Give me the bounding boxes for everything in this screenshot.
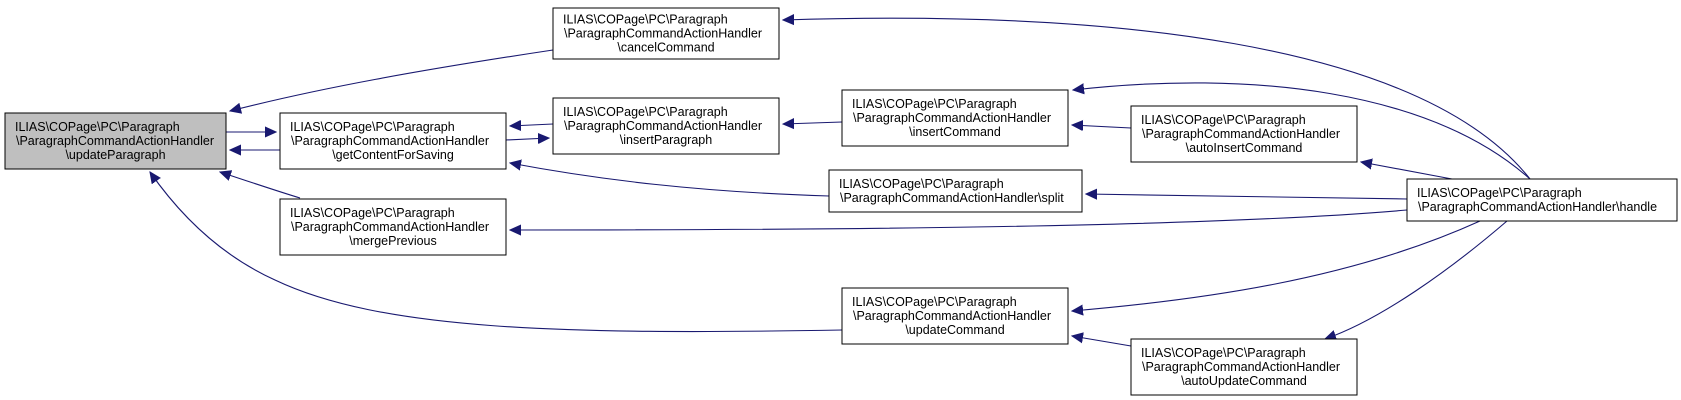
edge-mergePrevious-to-updateParagraph bbox=[220, 172, 301, 199]
node-label-line: \ParagraphCommandActionHandler bbox=[853, 111, 1051, 125]
edge-handle-to-autoUpdateCommand bbox=[1325, 220, 1508, 339]
node-label-line: \updateCommand bbox=[905, 323, 1004, 337]
edges-layer bbox=[150, 18, 1531, 347]
edge-insertParagraph-to-getContentForSaving bbox=[510, 124, 554, 126]
node-label-line: \mergePrevious bbox=[349, 234, 437, 248]
node-box bbox=[1406, 178, 1678, 222]
edge-updateCommand-to-updateParagraph bbox=[150, 172, 843, 333]
edge-insertCommand-to-insertParagraph bbox=[783, 122, 843, 124]
edge-cancelCommand-to-updateParagraph bbox=[230, 49, 554, 111]
node-label-line: \getContentForSaving bbox=[332, 148, 454, 162]
node-insertCommand[interactable]: ILIAS\COPage\PC\Paragraph\ParagraphComma… bbox=[841, 89, 1069, 147]
node-box bbox=[4, 112, 227, 170]
node-label-line: \ParagraphCommandActionHandler bbox=[1142, 127, 1340, 141]
node-split[interactable]: ILIAS\COPage\PC\Paragraph\ParagraphComma… bbox=[828, 169, 1083, 213]
edge-getContentForSaving-to-insertParagraph bbox=[505, 138, 549, 140]
node-label-line: \ParagraphCommandActionHandler\handle bbox=[1418, 200, 1657, 214]
edge-autoInsertCommand-to-insertCommand bbox=[1072, 125, 1132, 128]
node-updateCommand[interactable]: ILIAS\COPage\PC\Paragraph\ParagraphComma… bbox=[841, 287, 1069, 345]
node-box bbox=[1130, 338, 1358, 396]
nodes-layer: ILIAS\COPage\PC\Paragraph\ParagraphComma… bbox=[4, 7, 1678, 396]
node-label-line: \autoInsertCommand bbox=[1186, 141, 1303, 155]
node-box bbox=[552, 97, 780, 155]
node-label-line: \insertParagraph bbox=[620, 133, 712, 147]
node-label-line: \ParagraphCommandActionHandler bbox=[1142, 360, 1340, 374]
node-label-line: ILIAS\COPage\PC\Paragraph bbox=[563, 13, 728, 27]
node-label-line: ILIAS\COPage\PC\Paragraph bbox=[852, 97, 1017, 111]
node-label-line: ILIAS\COPage\PC\Paragraph bbox=[563, 105, 728, 119]
node-updateParagraph[interactable]: ILIAS\COPage\PC\Paragraph\ParagraphComma… bbox=[4, 112, 227, 170]
node-box bbox=[841, 287, 1069, 345]
node-label-line: ILIAS\COPage\PC\Paragraph bbox=[1141, 346, 1306, 360]
node-label-line: \insertCommand bbox=[909, 125, 1001, 139]
node-label-line: \updateParagraph bbox=[65, 148, 165, 162]
node-getContentForSaving[interactable]: ILIAS\COPage\PC\Paragraph\ParagraphComma… bbox=[279, 112, 507, 170]
node-label-line: \autoUpdateCommand bbox=[1181, 374, 1307, 388]
node-label-line: ILIAS\COPage\PC\Paragraph bbox=[290, 120, 455, 134]
node-label-line: \ParagraphCommandActionHandler bbox=[853, 309, 1051, 323]
edge-handle-to-updateCommand bbox=[1072, 220, 1481, 311]
node-label-line: ILIAS\COPage\PC\Paragraph bbox=[290, 206, 455, 220]
node-label-line: \ParagraphCommandActionHandler\split bbox=[840, 191, 1064, 205]
node-handle[interactable]: ILIAS\COPage\PC\Paragraph\ParagraphComma… bbox=[1406, 178, 1678, 222]
node-box bbox=[552, 7, 780, 60]
node-autoUpdateCommand[interactable]: ILIAS\COPage\PC\Paragraph\ParagraphComma… bbox=[1130, 338, 1358, 396]
edge-handle-to-cancelCommand bbox=[783, 18, 1531, 180]
node-box bbox=[841, 89, 1069, 147]
node-box bbox=[1130, 105, 1358, 163]
node-label-line: \ParagraphCommandActionHandler bbox=[291, 220, 489, 234]
node-label-line: \cancelCommand bbox=[617, 41, 714, 55]
node-autoInsertCommand[interactable]: ILIAS\COPage\PC\Paragraph\ParagraphComma… bbox=[1130, 105, 1358, 163]
node-label-line: \ParagraphCommandActionHandler bbox=[291, 134, 489, 148]
edge-handle-to-autoInsertCommand bbox=[1361, 162, 1453, 180]
node-box bbox=[828, 169, 1083, 213]
node-box bbox=[279, 112, 507, 170]
edge-split-to-getContentForSaving bbox=[510, 163, 830, 197]
node-label-line: \ParagraphCommandActionHandler bbox=[16, 134, 214, 148]
node-mergePrevious[interactable]: ILIAS\COPage\PC\Paragraph\ParagraphComma… bbox=[279, 198, 507, 256]
node-label-line: \ParagraphCommandActionHandler bbox=[564, 119, 762, 133]
edge-handle-to-insertCommand bbox=[1073, 82, 1531, 180]
edge-handle-to-split bbox=[1086, 194, 1408, 199]
node-cancelCommand[interactable]: ILIAS\COPage\PC\Paragraph\ParagraphComma… bbox=[552, 7, 780, 60]
node-label-line: \ParagraphCommandActionHandler bbox=[564, 27, 762, 41]
node-insertParagraph[interactable]: ILIAS\COPage\PC\Paragraph\ParagraphComma… bbox=[552, 97, 780, 155]
edge-handle-to-mergePrevious bbox=[510, 209, 1408, 230]
node-label-line: ILIAS\COPage\PC\Paragraph bbox=[1141, 113, 1306, 127]
node-label-line: ILIAS\COPage\PC\Paragraph bbox=[1417, 186, 1582, 200]
node-box bbox=[279, 198, 507, 256]
node-label-line: ILIAS\COPage\PC\Paragraph bbox=[852, 295, 1017, 309]
node-label-line: ILIAS\COPage\PC\Paragraph bbox=[839, 177, 1004, 191]
node-label-line: ILIAS\COPage\PC\Paragraph bbox=[15, 120, 180, 134]
edge-autoUpdateCommand-to-updateCommand bbox=[1072, 336, 1132, 347]
